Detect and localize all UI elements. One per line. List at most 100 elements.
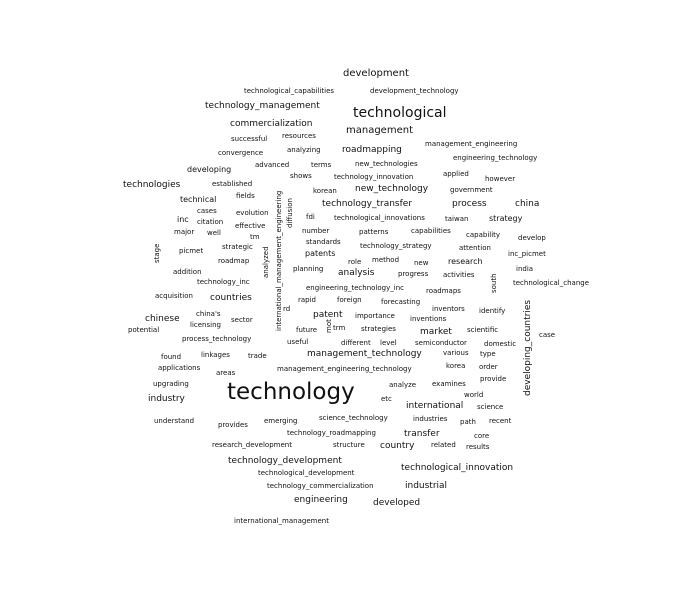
word: terms bbox=[311, 161, 332, 169]
word: international_management_engineering bbox=[275, 190, 283, 331]
word: korea bbox=[446, 362, 466, 370]
word: capabilities bbox=[411, 227, 451, 235]
word: new_technology bbox=[355, 184, 429, 194]
word: future bbox=[296, 326, 318, 334]
word: attention bbox=[459, 244, 491, 252]
word: development bbox=[343, 68, 409, 79]
word: inventions bbox=[410, 315, 447, 323]
word: scientific bbox=[467, 326, 499, 334]
word: science_technology bbox=[319, 414, 388, 422]
word: well bbox=[207, 229, 221, 237]
word: potential bbox=[128, 326, 160, 334]
word: picmet bbox=[179, 247, 204, 255]
word: examines bbox=[432, 380, 466, 388]
word: analyze bbox=[389, 381, 417, 389]
word: industry bbox=[148, 394, 185, 404]
word: korean bbox=[313, 187, 337, 195]
word: order bbox=[479, 363, 498, 371]
word: strategic bbox=[222, 243, 253, 251]
word: understand bbox=[154, 417, 195, 425]
word: various bbox=[443, 349, 469, 357]
word: patent bbox=[313, 310, 343, 320]
word: provides bbox=[218, 421, 248, 429]
word: different bbox=[341, 339, 371, 347]
word: science bbox=[477, 403, 504, 411]
word: chinese bbox=[145, 314, 180, 324]
word: world bbox=[464, 391, 484, 399]
word: management_engineering bbox=[425, 140, 518, 148]
word: developing bbox=[187, 165, 232, 174]
word: market bbox=[420, 327, 452, 337]
word: evolution bbox=[236, 209, 269, 217]
word: inventors bbox=[432, 305, 465, 313]
word: semiconductor bbox=[415, 339, 467, 347]
word: planning bbox=[293, 265, 324, 273]
word: level bbox=[380, 339, 397, 347]
word: new_technologies bbox=[355, 160, 418, 168]
word: resources bbox=[282, 132, 316, 140]
word: related bbox=[431, 441, 456, 449]
word: technology_transfer bbox=[322, 199, 413, 209]
word: diffusion bbox=[286, 198, 294, 228]
word: countries bbox=[210, 293, 252, 303]
word: roadmap bbox=[218, 257, 250, 265]
word: results bbox=[466, 443, 490, 451]
word: structure bbox=[333, 441, 365, 449]
word: technology_development bbox=[228, 456, 342, 466]
word: analyzed bbox=[262, 246, 270, 278]
word: india bbox=[516, 265, 534, 273]
word: transfer bbox=[404, 429, 440, 439]
word: rapid bbox=[298, 296, 316, 304]
word: identify bbox=[479, 307, 506, 315]
word: industries bbox=[413, 415, 448, 423]
word: core bbox=[474, 432, 490, 440]
word: number bbox=[302, 227, 330, 235]
word: progress bbox=[398, 270, 429, 278]
word: emerging bbox=[264, 417, 298, 425]
word: technology_roadmapping bbox=[287, 429, 376, 437]
word: engineering_technology_inc bbox=[306, 284, 404, 292]
word: method bbox=[372, 256, 400, 264]
word: foreign bbox=[337, 296, 362, 304]
word: government bbox=[450, 186, 493, 194]
word: international bbox=[406, 401, 464, 411]
word: international_management bbox=[234, 517, 329, 525]
word: applied bbox=[443, 170, 469, 178]
word: developed bbox=[373, 498, 421, 508]
word: addition bbox=[173, 268, 202, 276]
word: case bbox=[539, 331, 556, 339]
word: management_technology bbox=[307, 349, 422, 359]
word: country bbox=[380, 441, 415, 451]
word: type bbox=[480, 350, 496, 358]
word: inc bbox=[177, 215, 189, 224]
word: domestic bbox=[484, 340, 517, 348]
word: roadmapping bbox=[342, 145, 402, 155]
word: licensing bbox=[190, 321, 221, 329]
word: activities bbox=[443, 271, 475, 279]
word: analyzing bbox=[287, 146, 321, 154]
word: engineering_technology bbox=[453, 154, 538, 162]
word: south bbox=[490, 273, 498, 293]
word: technology_commercialization bbox=[267, 482, 374, 490]
word: technology_strategy bbox=[360, 242, 432, 250]
word: trade bbox=[248, 352, 267, 360]
word: development_technology bbox=[370, 87, 459, 95]
word: technology bbox=[227, 379, 355, 405]
word: developing_countries bbox=[523, 299, 533, 396]
word: china's bbox=[196, 310, 221, 318]
word: taiwan bbox=[445, 215, 469, 223]
word: trm bbox=[333, 324, 346, 332]
word: process_technology bbox=[182, 335, 252, 343]
word: technologies bbox=[123, 180, 181, 190]
word: analysis bbox=[338, 268, 375, 278]
word: management bbox=[346, 125, 413, 136]
word: develop bbox=[518, 234, 546, 242]
word: management_engineering_technology bbox=[277, 365, 412, 373]
word: china bbox=[515, 199, 540, 209]
word: technology_management bbox=[205, 101, 320, 111]
word: importance bbox=[355, 312, 395, 320]
word: recent bbox=[489, 417, 512, 425]
word: convergence bbox=[218, 149, 264, 157]
word: technological_change bbox=[513, 279, 590, 287]
